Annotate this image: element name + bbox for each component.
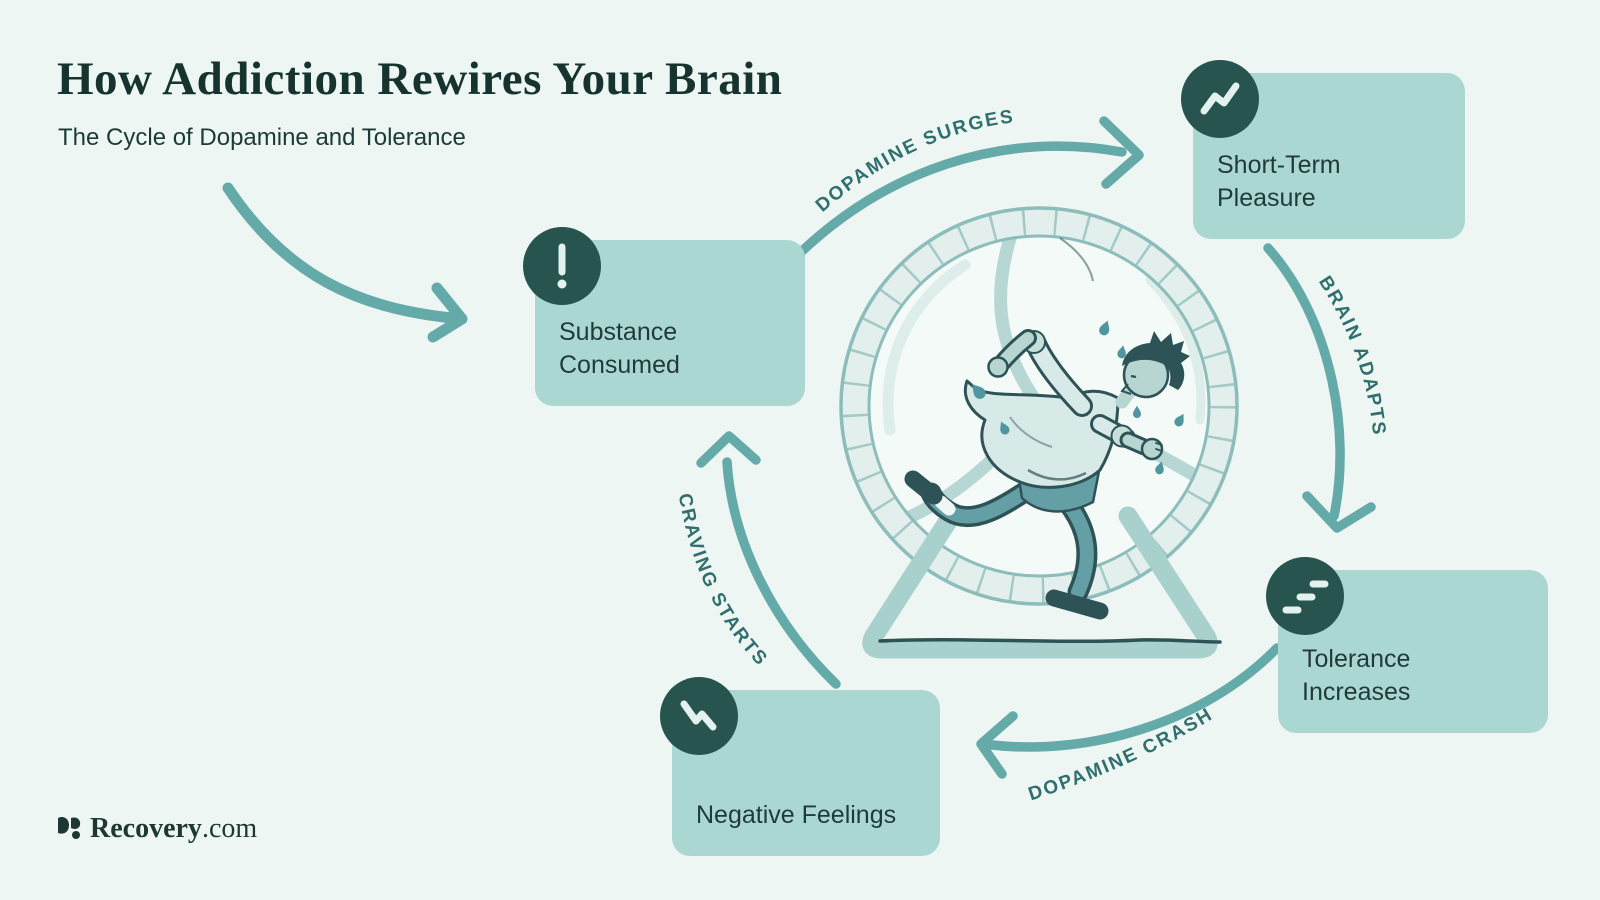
stage-card-short-term-pleasure: Short-Term Pleasure <box>1181 60 1465 239</box>
stage-label: Negative Feelings <box>696 801 897 829</box>
runner-front-shoe <box>1045 589 1109 620</box>
page-title: How Addiction Rewires Your Brain <box>57 53 783 105</box>
label-dopamine-crash: DOPAMINE CRASH <box>1026 704 1217 805</box>
runner-nose <box>1120 383 1132 395</box>
brand-logo-mark <box>58 816 81 839</box>
arrow-craving-starts <box>696 431 841 689</box>
trend-down-icon-glyph <box>680 700 717 731</box>
stage-card-substance-consumed: Substance Consumed <box>523 227 805 406</box>
stage-label: Tolerance Increases <box>1302 645 1411 706</box>
trend-down-icon <box>660 677 738 755</box>
runner <box>904 318 1190 620</box>
exclamation-icon <box>523 227 601 305</box>
brand-name: Recovery <box>90 813 202 844</box>
runner-forward-arm <box>987 329 1093 417</box>
brand-logo: Recovery.com <box>56 813 257 845</box>
stage-card-negative-feelings: Negative Feelings <box>660 677 940 856</box>
runner-near-arm <box>1090 414 1164 461</box>
trend-up-icon <box>1181 60 1259 138</box>
exclamation-icon-glyph <box>557 243 567 289</box>
label-dopamine-surges: DOPAMINE SURGES <box>812 106 1016 216</box>
runner-head <box>1115 331 1190 409</box>
runner-back-shoe <box>904 470 943 505</box>
arrow-brain-adapts <box>1263 243 1376 533</box>
brand-logo-text: Recovery.com <box>90 813 257 845</box>
wheel-stand <box>862 506 1222 659</box>
intro-arrow <box>222 182 468 343</box>
wheel <box>839 206 1239 606</box>
runner-clenched-fist <box>1140 437 1164 461</box>
steps-up-icon <box>1266 557 1344 635</box>
stage-label: Substance Consumed <box>559 318 680 379</box>
ground-line <box>878 637 1222 644</box>
arrow-dopamine-surges <box>795 116 1144 258</box>
trend-up-icon-glyph <box>1200 82 1240 115</box>
runner-raised-leg <box>904 469 1053 528</box>
page-subtitle: The Cycle of Dopamine and Tolerance <box>58 124 466 151</box>
hamster-wheel-illustration <box>839 206 1239 659</box>
stage-card-tolerance-increases: Tolerance Increases <box>1266 557 1548 733</box>
runner-forward-fist <box>987 356 1009 378</box>
stage-label: Short-Term Pleasure <box>1217 151 1341 212</box>
steps-up-icon-glyph <box>1282 580 1329 614</box>
brand-suffix: .com <box>201 813 258 844</box>
runner-hair <box>1122 331 1190 390</box>
wheel-rim-ticks <box>842 209 1236 603</box>
arrow-dopamine-crash <box>976 643 1282 779</box>
